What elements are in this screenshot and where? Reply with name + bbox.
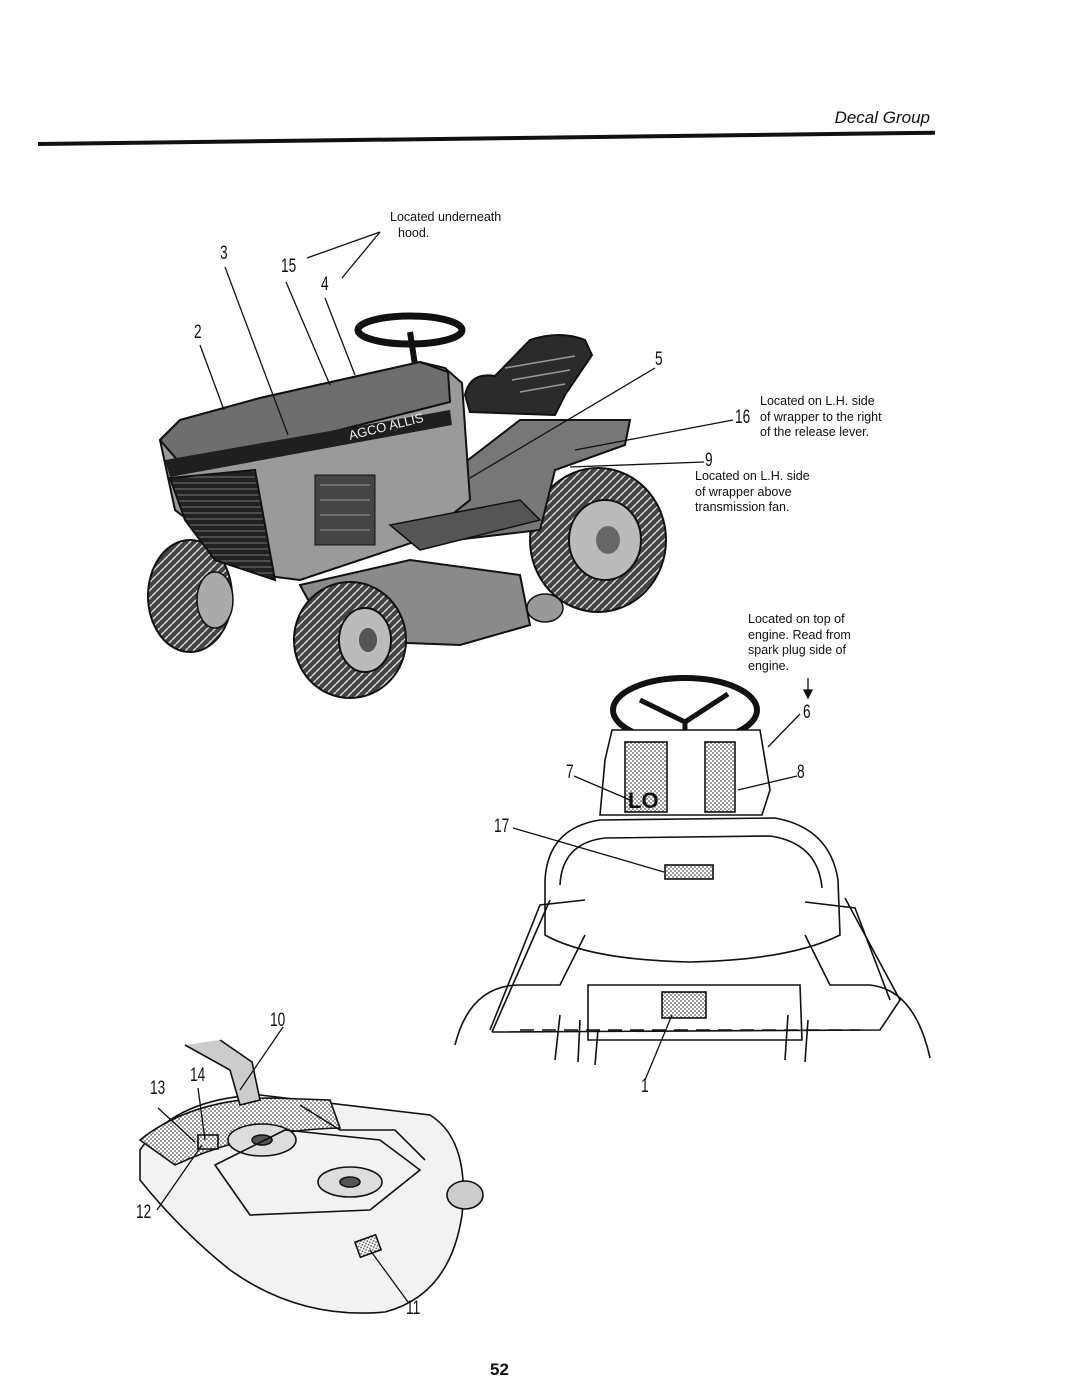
callout-5: 5 [655,349,663,370]
svg-text:LO: LO [628,788,659,813]
mower-deck-illustration [138,1039,484,1314]
callout-16: 16 [735,407,751,428]
callout-2: 2 [194,322,202,343]
callout-7: 7 [566,762,574,783]
callout-11: 11 [406,1298,421,1319]
callout-14: 14 [190,1065,206,1086]
section-title: Decal Group [834,108,930,127]
callout-4: 4 [321,274,329,295]
callout-15: 15 [281,256,297,277]
callout-17: 17 [494,816,510,837]
callout-13: 13 [150,1078,166,1099]
callout-3: 3 [220,243,228,264]
callout-6: 6 [803,702,811,723]
page-number: 52 [490,1360,509,1379]
rear-view-illustration: LO [454,675,931,1066]
note-transmission-fan: Located on L.H. side of wrapper above tr… [695,469,810,514]
tractor-illustration: AGCO ALLIS [147,312,667,699]
leader-lines [156,231,814,1303]
note-release-lever: Located on L.H. side of wrapper to the r… [760,394,882,439]
callout-8: 8 [797,762,805,783]
callout-9: 9 [705,450,713,471]
callout-1: 1 [641,1076,649,1097]
callout-10: 10 [270,1010,286,1031]
callout-12: 12 [136,1202,152,1223]
note-engine-top: Located on top of engine. Read from spar… [748,612,851,673]
